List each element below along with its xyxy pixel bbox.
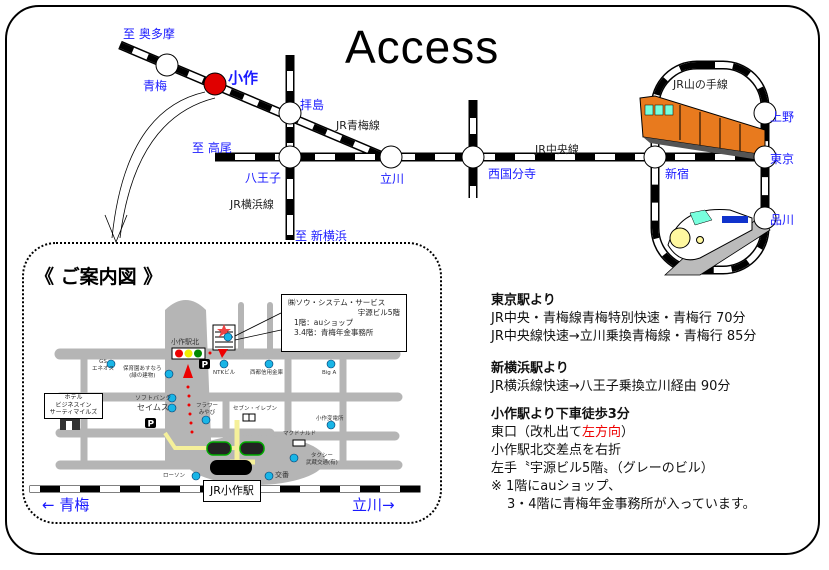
direction-ome: ← 青梅 <box>42 496 90 514</box>
label-nishikokubunji: 西国分寺 <box>488 167 537 181</box>
label-ueno: 上野 <box>770 110 795 124</box>
hotel-line-1: ホテル <box>64 394 83 401</box>
station-ome <box>155 53 179 77</box>
building-name: 宇源ビル5階 <box>357 308 400 317</box>
intersection-label: 小作駅北 <box>171 338 199 346</box>
shinkansen-illustration <box>663 208 771 276</box>
direction-tachikawa: 立川→ <box>352 496 395 514</box>
tokyo-route-2: JR中央線快速→立川乗換青梅線・青梅行 85分 <box>491 329 757 344</box>
station-hachioji <box>278 145 302 169</box>
label-ome: 青梅 <box>143 79 168 93</box>
tokyo-route-1: JR中央・青梅線青梅特別快速・青梅行 70分 <box>491 311 746 326</box>
hotel-line-2: ビジネスイン <box>55 401 92 409</box>
label-shinjuku: 新宿 <box>665 167 690 181</box>
label-yokohama-line: JR横浜線 <box>230 198 274 211</box>
station-shinagawa <box>753 206 777 230</box>
label-haijima: 拝島 <box>300 98 325 112</box>
direction-shinyokohama: 至 新横浜 <box>295 229 347 243</box>
walk-line-3: 左手〝宇源ビル5階〟（グレーのビル） <box>491 461 714 476</box>
tokyo-heading: 東京駅より <box>491 293 556 308</box>
floor34-info: 3.4階：青梅年金事務所 <box>294 328 374 337</box>
landmark-shinkin: 西都信用金庫 <box>250 370 284 376</box>
landmark-lawson: ローソン <box>163 473 186 479</box>
guide-map-title: 《 ご案内図 》 <box>35 266 163 288</box>
walk-line-1-pre: 東口（改札出て <box>491 425 583 440</box>
directions-text: 東京駅より JR中央・青梅線青梅特別快速・青梅行 70分 JR中央線快速→立川乗… <box>491 292 756 514</box>
page-frame <box>5 5 820 555</box>
landmark-seven: セブン・イレブン <box>233 406 278 412</box>
landmark-taxi: タクシー武蔵交通(有) <box>306 453 338 466</box>
label-ozaku: 小作 <box>228 69 259 87</box>
station-ozaku <box>203 72 227 96</box>
page-title: Access <box>345 21 500 73</box>
shinyokohama-heading: 新横浜駅より <box>491 361 569 376</box>
walk-line-1-highlight: 左方向 <box>582 425 622 440</box>
landmark-mcd: マクドナルド <box>283 431 317 437</box>
landmark-biga: Big A <box>322 370 337 376</box>
station-tachikawa <box>379 145 403 169</box>
hotel-label: ホテル ビジネスイン サーティマイルズ <box>44 393 103 419</box>
walk-line-4: ※ 1階にauショップ、 <box>491 479 622 494</box>
walk-line-5: 3・4階に青梅年金事務所が入っています。 <box>507 497 756 512</box>
hotel-line-3: サーティマイルズ <box>49 409 98 416</box>
company-name: ㈱ソウ・システム・サービス <box>288 298 386 307</box>
landmark-nursery: 保育園あすなろ(緑の建物) <box>123 366 162 379</box>
landmark-seimusu: セイムス <box>137 403 169 412</box>
station-haijima <box>278 101 302 125</box>
guide-map-box <box>22 242 442 524</box>
label-yamanote-line: JR山の手線 <box>673 78 728 91</box>
company-callout: ㈱ソウ・システム・サービス 宇源ビル5階 1階：auショップ 3.4階：青梅年金… <box>281 294 407 352</box>
label-tokyo: 東京 <box>770 152 795 166</box>
direction-takao: 至 高尾 <box>192 141 232 155</box>
label-tachikawa: 立川 <box>380 172 405 186</box>
label-shinagawa: 品川 <box>770 213 795 227</box>
station-shinjuku <box>643 145 667 169</box>
label-hachioji: 八王子 <box>245 171 282 185</box>
label-chuo-line: JR中央線 <box>535 143 579 156</box>
shinyokohama-route-1: JR横浜線快速→八王子乗換立川経由 90分 <box>491 379 731 394</box>
direction-okutama: 至 奥多摩 <box>123 27 175 41</box>
landmark-flower: フラワーみやび <box>196 403 219 416</box>
walk-line-1-post: ） <box>621 425 635 440</box>
station-ueno <box>753 101 777 125</box>
landmark-denki: 小作変電所 <box>316 416 344 422</box>
floor1-info: 1階：auショップ <box>294 318 354 327</box>
curved-arrow-icon <box>104 91 216 244</box>
walk-line-2: 小作駅北交差点を右折 <box>491 443 622 458</box>
commuter-train-illustration <box>639 95 766 160</box>
label-ome-line: JR青梅線 <box>336 119 380 132</box>
landmark-koban: 交番 <box>275 471 289 479</box>
landmark-softbank: ソフトバンク <box>135 395 172 402</box>
station-nishikokubunji <box>461 145 485 169</box>
landmark-ntk: NTKビル <box>213 370 236 376</box>
walk-heading: 小作駅より下車徒歩3分 <box>491 407 630 422</box>
ozaku-station-label: JR小作駅 <box>203 480 261 502</box>
station-tokyo <box>753 145 777 169</box>
walk-line-1: 東口（改札出て左方向） <box>491 424 756 442</box>
